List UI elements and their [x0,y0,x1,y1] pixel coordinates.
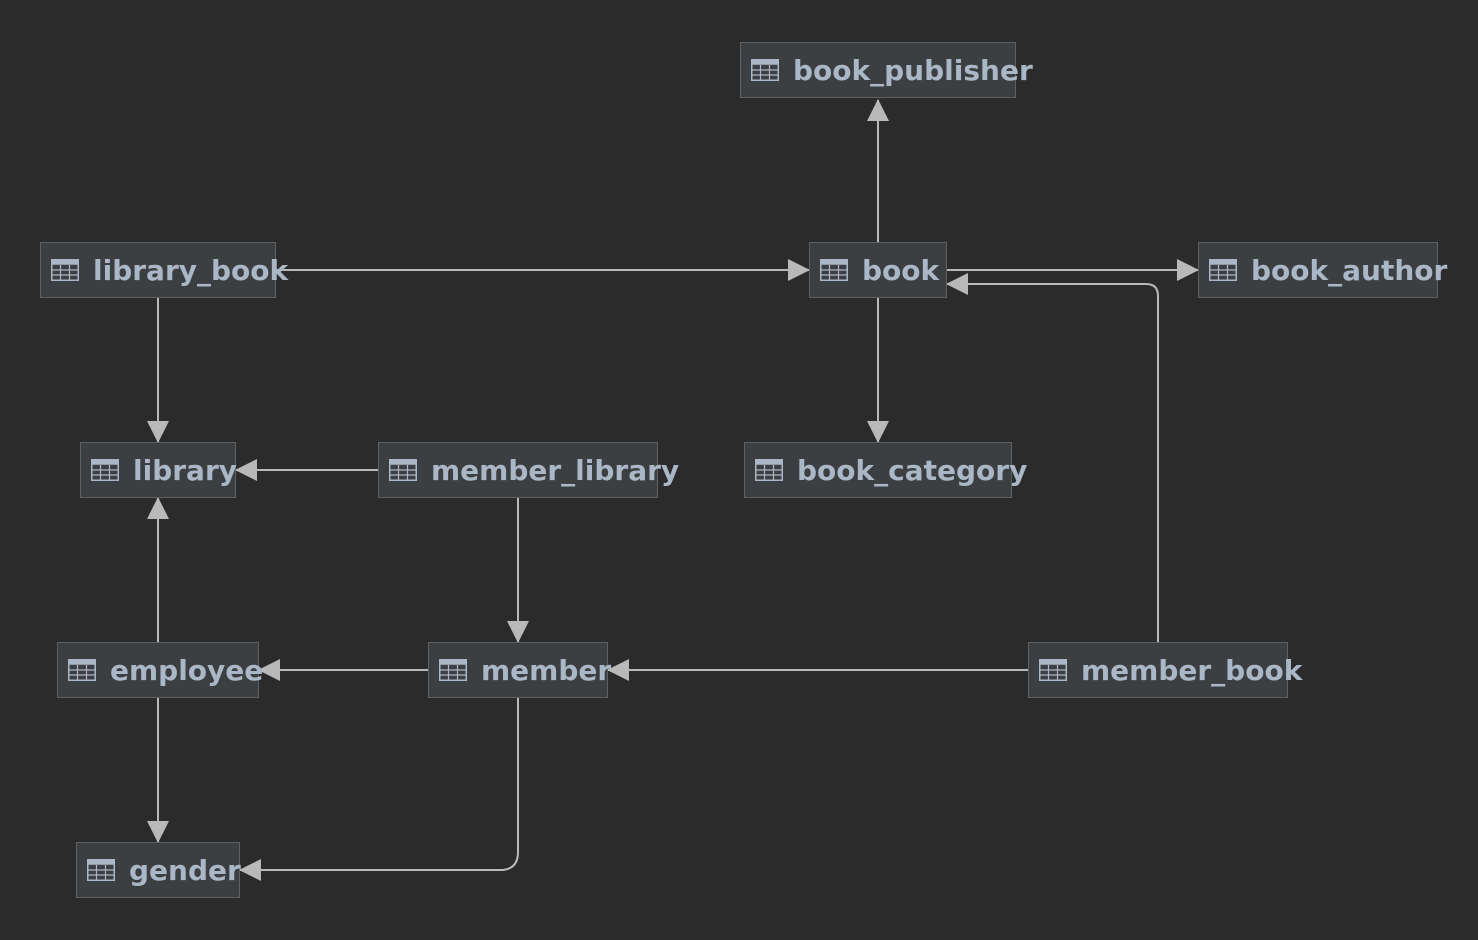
table-node-employee[interactable]: employee [57,642,263,698]
table-icon [1039,658,1067,682]
table-node-member-book[interactable]: member_book [1028,642,1302,698]
table-label: member_library [431,453,680,487]
table-icon [755,458,783,482]
table-label: member_book [1081,653,1303,687]
table-node-book-publisher[interactable]: book_publisher [740,42,1033,98]
table-icon [91,458,119,482]
table-icon [439,658,467,682]
table-label: employee [110,653,264,687]
table-node-member[interactable]: member [428,642,612,698]
table-icon [1209,258,1237,282]
table-node-book[interactable]: book [809,242,947,298]
table-icon [68,658,96,682]
table-label: book_category [797,453,1028,487]
table-label: book_publisher [793,53,1033,87]
table-icon [820,258,848,282]
table-icon [751,58,779,82]
table-node-member-library[interactable]: member_library [378,442,679,498]
table-label: library [133,453,238,487]
table-label: book [862,253,940,287]
table-label: member [481,653,612,687]
table-node-book-author[interactable]: book_author [1198,242,1447,298]
table-label: book_author [1251,253,1448,287]
edge-member-to-gender [239,698,519,881]
table-icon [389,458,417,482]
table-icon [51,258,79,282]
table-label: gender [129,853,241,887]
table-label: library_book [93,253,289,287]
table-node-library[interactable]: library [80,442,238,498]
table-node-gender[interactable]: gender [76,842,241,898]
table-icon [87,858,115,882]
table-node-book-category[interactable]: book_category [744,442,1027,498]
table-node-library-book[interactable]: library_book [40,242,288,298]
